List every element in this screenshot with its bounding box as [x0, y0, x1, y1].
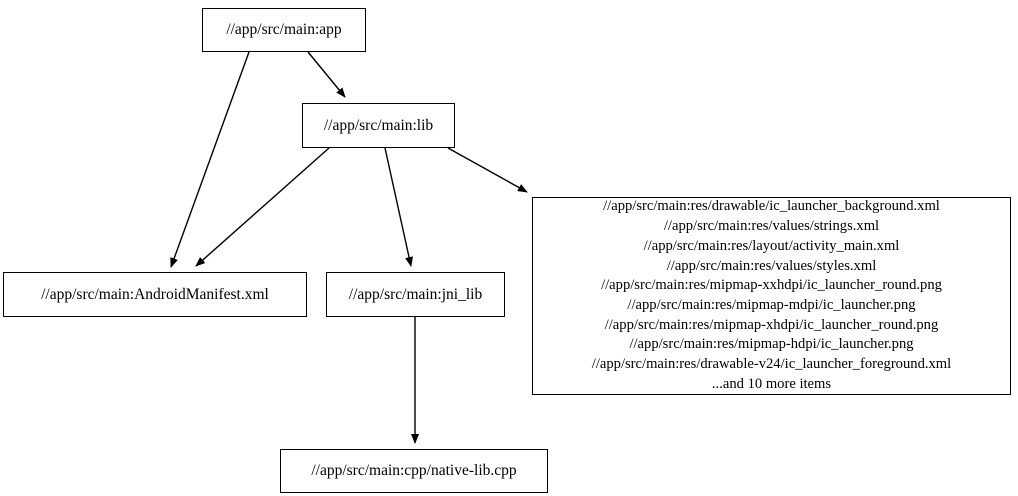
graph-node-app[interactable]: //app/src/main:app	[202, 8, 366, 52]
graph-node-jni-lib[interactable]: //app/src/main:jni_lib	[326, 272, 505, 317]
graph-node-lib[interactable]: //app/src/main:lib	[302, 103, 455, 148]
edge-lib-to-res	[447, 147, 528, 193]
graph-node-res-group-label: //app/src/main:res/drawable/ic_launcher_…	[591, 198, 952, 392]
graph-node-android-manifest[interactable]: //app/src/main:AndroidManifest.xml	[3, 272, 307, 317]
graph-node-native-lib-cpp-label: //app/src/main:cpp/native-lib.cpp	[311, 462, 517, 480]
graph-node-res-group[interactable]: //app/src/main:res/drawable/ic_launcher_…	[532, 197, 1011, 395]
edge-app-to-manifest	[170, 51, 250, 268]
edge-app-to-lib	[307, 51, 346, 98]
graph-node-native-lib-cpp[interactable]: //app/src/main:cpp/native-lib.cpp	[280, 449, 548, 493]
edge-lib-to-manifest	[195, 147, 330, 267]
graph-node-app-label: //app/src/main:app	[226, 21, 342, 39]
edge-lib-to-jni	[384, 147, 413, 267]
graph-node-jni-lib-label: //app/src/main:jni_lib	[348, 285, 483, 303]
graph-node-lib-label: //app/src/main:lib	[323, 116, 434, 134]
graph-node-android-manifest-label: //app/src/main:AndroidManifest.xml	[41, 285, 269, 303]
